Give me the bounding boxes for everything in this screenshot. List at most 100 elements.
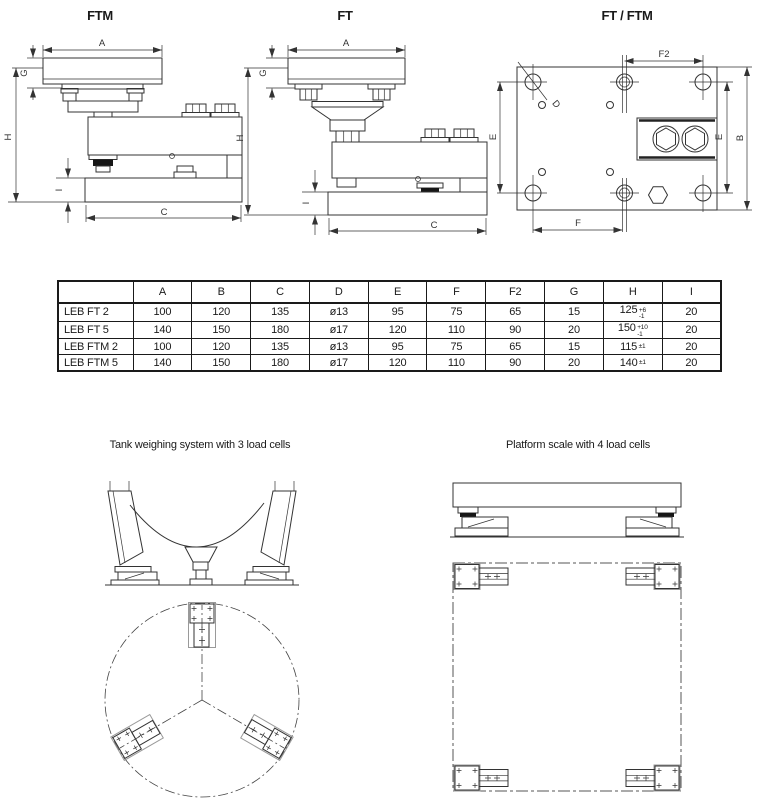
header-e: E bbox=[367, 280, 428, 304]
ftm-dim-i-label: I bbox=[54, 189, 65, 192]
header-b: B bbox=[191, 280, 252, 304]
ft-hex-bolts bbox=[420, 128, 479, 143]
cell-d: ø17 bbox=[308, 320, 369, 339]
table-row: LEB FTM 2 100 120 135 ø13 95 75 65 15 11… bbox=[57, 338, 722, 355]
tank-weighing-figure: Tank weighing system with 3 load cells bbox=[104, 439, 300, 798]
ftm-side-view-drawing: FTM bbox=[3, 8, 243, 223]
cell-f: 75 bbox=[426, 338, 487, 355]
cell-b: 150 bbox=[191, 320, 252, 339]
ftm-base-plate bbox=[84, 177, 243, 203]
cell-e: 95 bbox=[367, 338, 428, 355]
table-row: LEB FT 5 140 150 180 ø17 120 110 90 20 1… bbox=[57, 320, 722, 339]
cell-i: 20 bbox=[661, 354, 722, 372]
cell-i: 20 bbox=[661, 338, 722, 355]
cell-h: 115±1 bbox=[602, 338, 663, 355]
application-drawings-svg: Tank weighing system with 3 load cells bbox=[104, 439, 684, 798]
cell-g: 20 bbox=[544, 354, 604, 372]
ftm-adjustment-bolt bbox=[88, 154, 118, 173]
cell-g: 15 bbox=[544, 338, 604, 355]
platform-caption: Platform scale with 4 load cells bbox=[506, 439, 651, 451]
tank-leg-right bbox=[260, 490, 297, 566]
dim-b-label: B bbox=[735, 135, 746, 141]
header-d: D bbox=[308, 280, 369, 304]
header-i: I bbox=[661, 280, 722, 304]
cell-f2: 65 bbox=[485, 302, 546, 322]
ft-dim-i-label: I bbox=[301, 202, 312, 205]
model-name: LEB FT 2 bbox=[57, 302, 134, 322]
dimension-drawings-svg: FTM bbox=[3, 8, 752, 235]
cell-i: 20 bbox=[661, 302, 722, 322]
ftm-dim-a-label: A bbox=[99, 38, 106, 49]
cell-a: 100 bbox=[132, 338, 193, 355]
mounting-plate-outline bbox=[516, 66, 718, 211]
platform-plan-outline bbox=[452, 562, 682, 792]
ftm-title: FTM bbox=[87, 8, 113, 23]
cell-d: ø17 bbox=[308, 354, 369, 372]
ft-cone-mount bbox=[310, 106, 385, 121]
cell-c: 180 bbox=[250, 320, 310, 339]
cell-f2: 90 bbox=[485, 320, 546, 339]
header-h: H bbox=[602, 280, 663, 304]
ft-ftm-title: FT / FTM bbox=[601, 8, 652, 23]
ft-side-view-drawing: FT bbox=[235, 8, 488, 235]
dim-d-label: D bbox=[549, 98, 562, 110]
header-c: C bbox=[250, 280, 310, 304]
header-f2: F2 bbox=[485, 280, 546, 304]
dim-f-label: F bbox=[575, 218, 581, 229]
dim-e-left-label: E bbox=[488, 134, 499, 140]
cell-g: 20 bbox=[544, 320, 604, 339]
cell-b: 150 bbox=[191, 354, 252, 372]
ftm-dim-h-label: H bbox=[3, 133, 14, 140]
load-cell-plan bbox=[188, 602, 216, 648]
hex-nut bbox=[647, 186, 669, 204]
cell-f: 75 bbox=[426, 302, 487, 322]
ft-dim-a-label: A bbox=[343, 38, 350, 49]
header-blank bbox=[57, 280, 134, 304]
ft-dim-h-label: H bbox=[235, 134, 246, 141]
ftm-dim-c-label: C bbox=[161, 207, 168, 218]
cell-d: ø13 bbox=[308, 338, 369, 355]
header-f: F bbox=[426, 280, 487, 304]
dim-f2-label: F2 bbox=[658, 49, 669, 60]
cell-f: 110 bbox=[426, 320, 487, 339]
cell-i: 20 bbox=[661, 320, 722, 339]
cell-f2: 65 bbox=[485, 338, 546, 355]
ftm-hex-bolts bbox=[181, 103, 240, 118]
tank-caption: Tank weighing system with 3 load cells bbox=[110, 439, 291, 451]
model-name: LEB FT 5 bbox=[57, 320, 134, 339]
ftm-load-cell-beam bbox=[87, 116, 243, 156]
cell-h: 125+6-1 bbox=[602, 302, 663, 322]
cell-c: 135 bbox=[250, 302, 310, 322]
load-cell-mount bbox=[110, 566, 160, 586]
table-row: LEB FT 2 100 120 135 ø13 95 75 65 15 125… bbox=[57, 302, 722, 322]
dim-e-right-label: E bbox=[714, 134, 725, 140]
hex-bolt-block bbox=[636, 117, 718, 161]
cell-d: ø13 bbox=[308, 302, 369, 322]
cell-a: 140 bbox=[132, 354, 193, 372]
ftm-top-plate bbox=[42, 57, 163, 85]
ft-top-plate bbox=[287, 57, 406, 85]
platform-load-cell-mount bbox=[454, 506, 509, 537]
ft-load-cell-beam bbox=[331, 141, 488, 179]
cell-f2: 90 bbox=[485, 354, 546, 372]
ft-dim-c-label: C bbox=[431, 220, 438, 231]
table-header-row: A B C D E F F2 G H I bbox=[57, 280, 722, 304]
header-g: G bbox=[544, 280, 604, 304]
corner-load-cell-plan bbox=[453, 563, 509, 590]
cell-c: 180 bbox=[250, 354, 310, 372]
ft-base-plate bbox=[327, 191, 488, 216]
cell-a: 140 bbox=[132, 320, 193, 339]
cell-a: 100 bbox=[132, 302, 193, 322]
dimensions-table: A B C D E F F2 G H I LEB FT 2 100 120 13… bbox=[57, 280, 722, 372]
cell-e: 95 bbox=[367, 302, 428, 322]
cell-b: 120 bbox=[191, 302, 252, 322]
ft-dim-g-label: G bbox=[258, 69, 269, 76]
header-a: A bbox=[132, 280, 193, 304]
ft-title: FT bbox=[337, 8, 353, 23]
tank-leg-left bbox=[107, 490, 144, 566]
model-name: LEB FTM 5 bbox=[57, 354, 134, 372]
table-row: LEB FTM 5 140 150 180 ø17 120 110 90 20 … bbox=[57, 354, 722, 372]
cell-h: 140±1 bbox=[602, 354, 663, 372]
mounting-holes bbox=[524, 73, 712, 202]
